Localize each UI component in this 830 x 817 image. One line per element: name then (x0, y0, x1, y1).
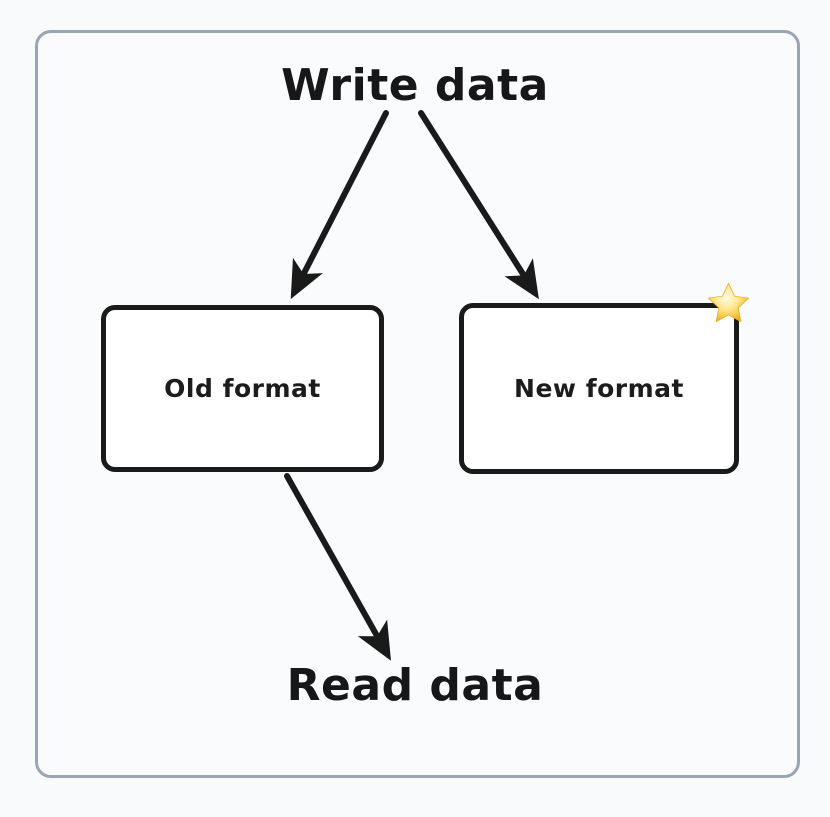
node-old-format[interactable]: Old format (101, 305, 384, 472)
arrow-write-to-new-format (418, 110, 539, 300)
arrow-write-to-old-format (290, 110, 389, 300)
read-data-title: Read data (286, 660, 544, 711)
star-icon (706, 281, 751, 326)
node-new-format[interactable]: New format (459, 303, 739, 474)
node-new-format-label: New format (514, 374, 684, 403)
node-old-format-label: Old format (164, 374, 321, 403)
write-data-title: Write data (281, 60, 549, 111)
arrow-old-format-to-read (284, 473, 392, 661)
